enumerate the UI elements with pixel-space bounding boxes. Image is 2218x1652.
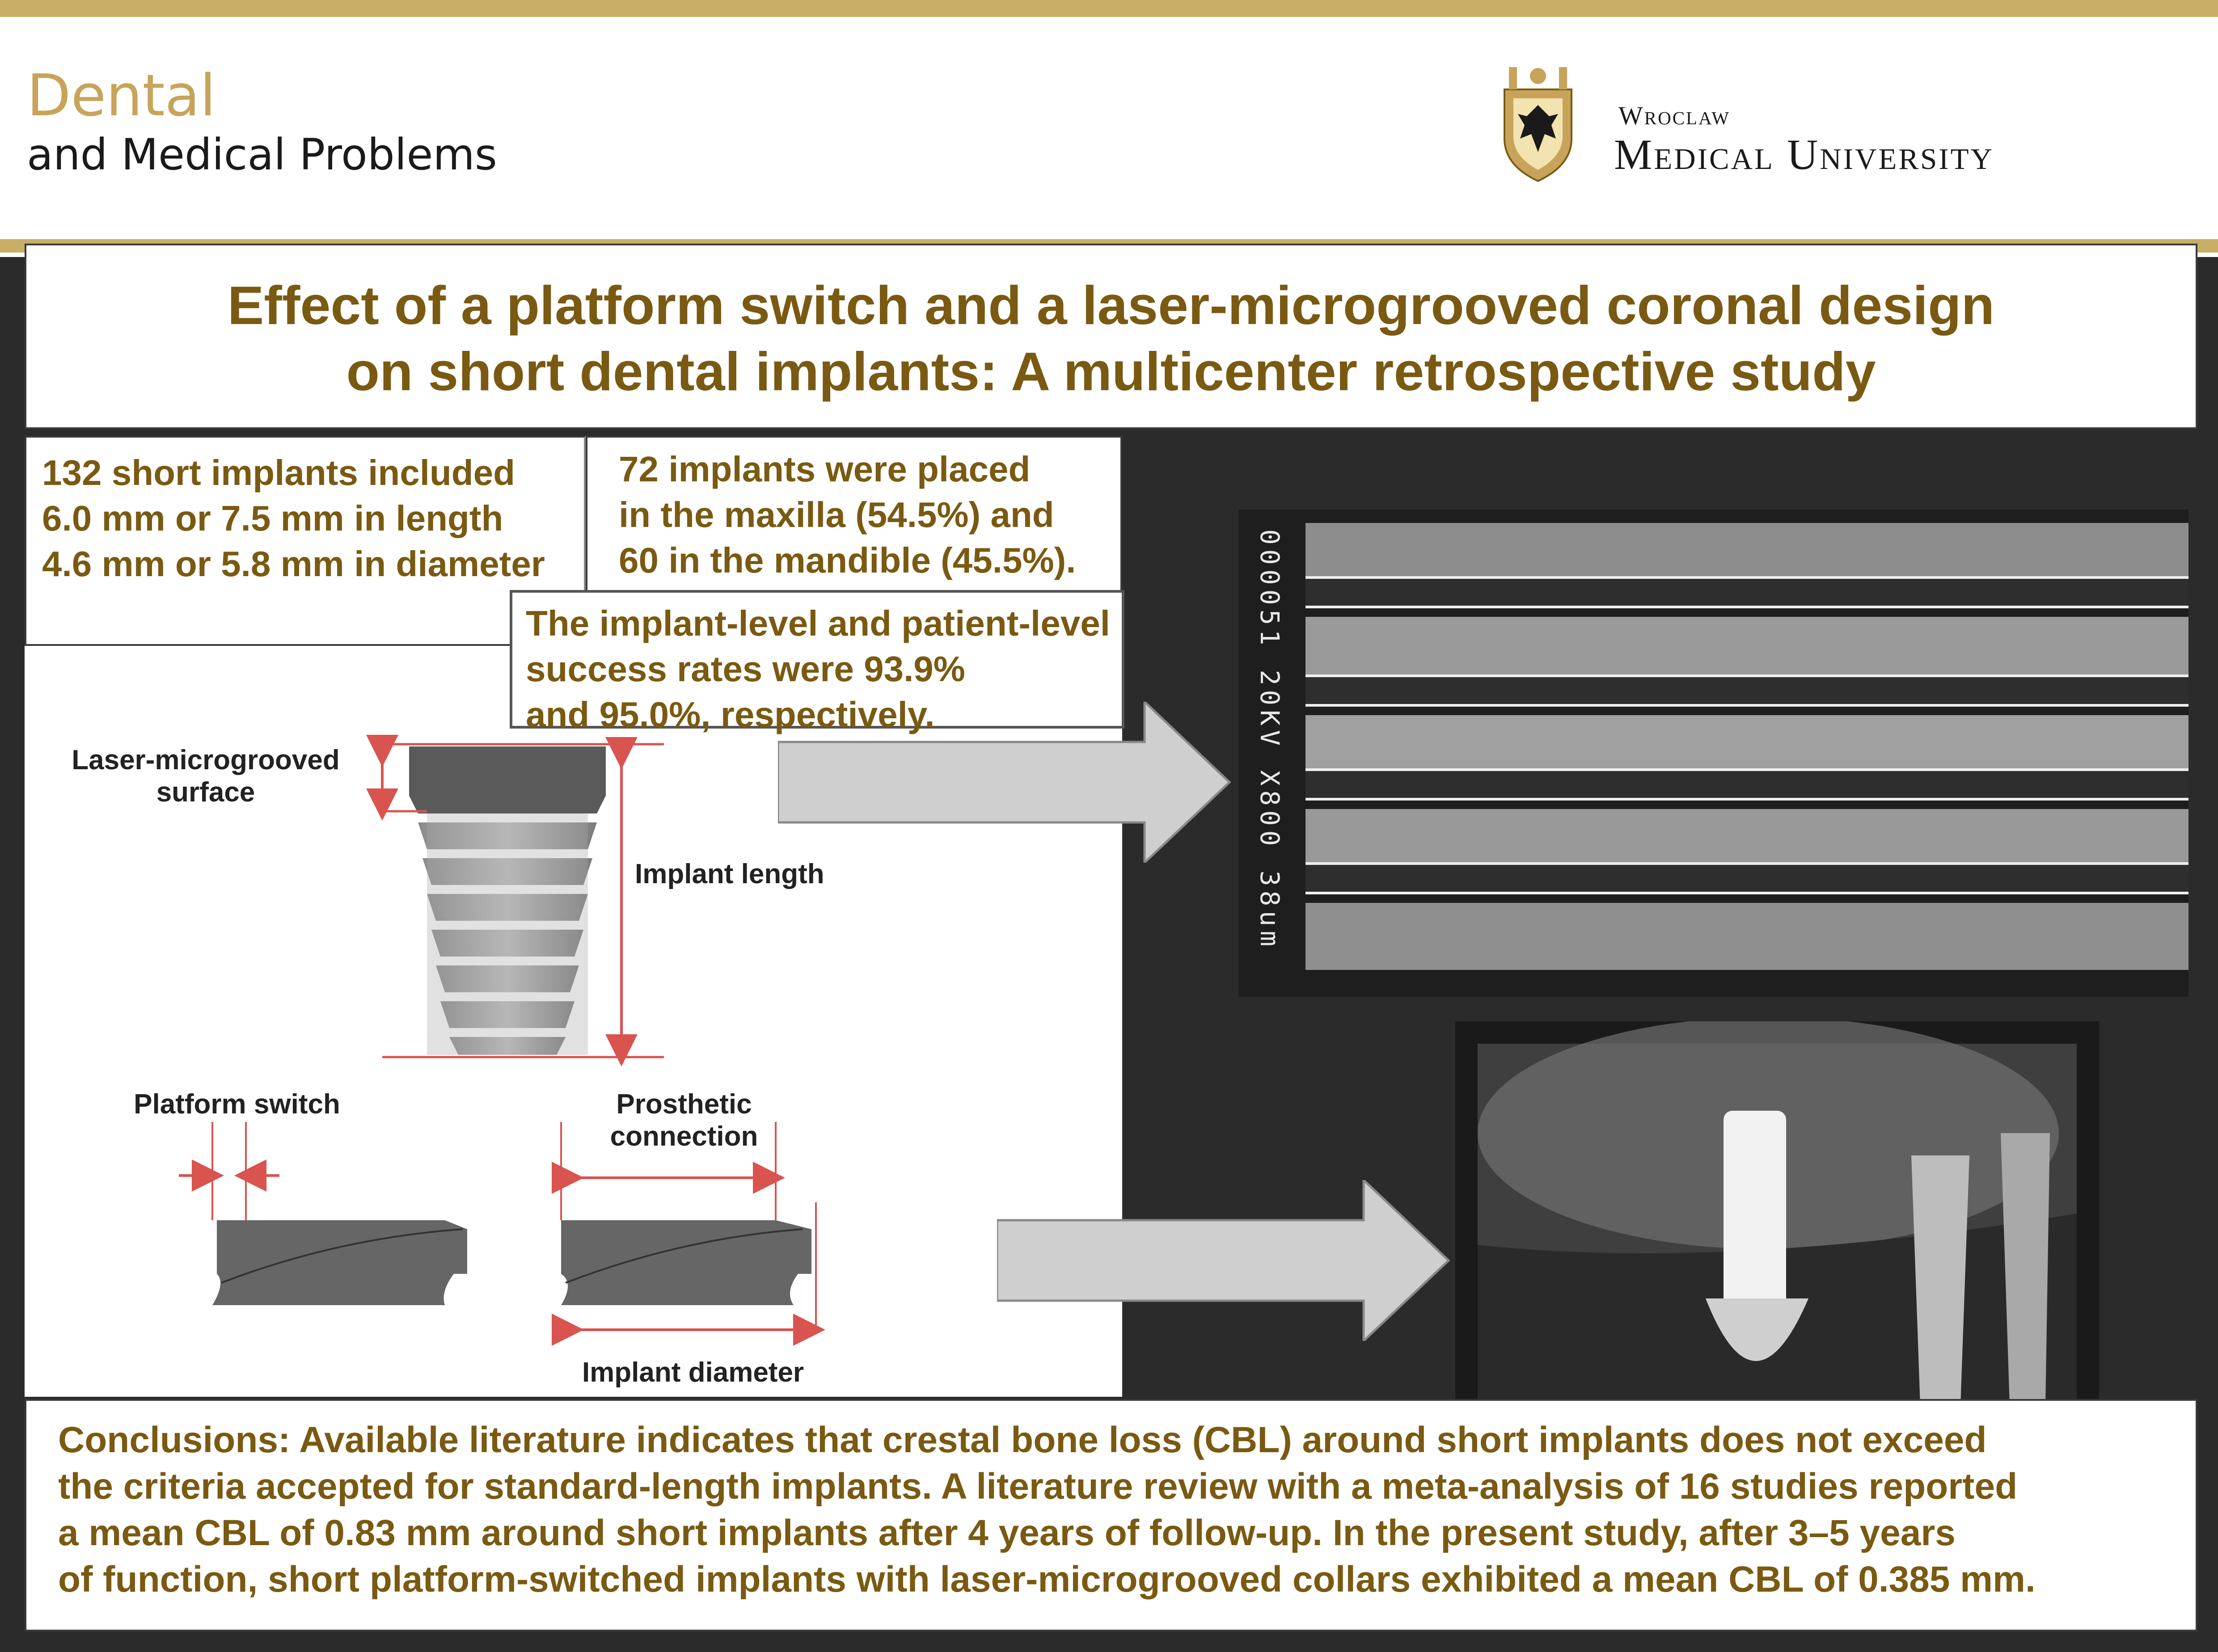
fact-box3-line3: and 95.0%, respectively. [526,695,935,734]
implant-length-label: Implant length [635,859,824,889]
prosthetic-connection-label-line2: connection [610,1121,758,1152]
conclusions-line1: Conclusions: Available literature indica… [58,1420,1987,1460]
sem-scale-label: 000051 20KV X800 38um [1255,529,1285,951]
conclusions-line2: the criteria accepted for standard-lengt… [58,1466,2018,1507]
radiograph-image [1455,1021,2099,1406]
fact-box1-line1: 132 short implants included [42,453,515,493]
conclusions-box [25,1399,2197,1631]
prosthetic-connection-label: Prosthetic connection [559,1088,809,1153]
fact-box2-line1: 72 implants were placed [619,449,1031,489]
fact-box1-line3: 4.6 mm or 5.8 mm in diameter [42,544,545,584]
top-gold-bar [0,0,2218,17]
prosthetic-connection-illustration [561,1220,811,1305]
implant-diameter-label: Implant diameter [582,1357,804,1388]
microgroove-bands [1305,523,2188,970]
fact-box3-line1: The implant-level and patient-level [526,603,1110,643]
platform-switch-label: Platform switch [134,1089,340,1120]
journal-title-line2: and Medical Problems [27,130,497,180]
fact-box2-line2: in the maxilla (54.5%) and [619,495,1054,535]
implant-location-box: 72 implants were placed in the maxilla (… [586,436,1122,601]
study-title-line1: Effect of a platform switch and a laser-… [227,275,1995,336]
platform-switch-illustration [212,1220,467,1305]
title-box: Effect of a platform switch and a laser-… [25,244,2197,429]
sem-micrograph-image: 000051 20KV X800 38um [1238,510,2188,997]
implant-illustration [409,746,606,1055]
prosthetic-connection-label-line1: Prosthetic [616,1089,752,1120]
conclusions-text: Conclusions: Available literature indica… [58,1417,2177,1603]
fact-box3-line2: success rates were 93.9% [526,649,965,689]
fact-box1-line2: 6.0 mm or 7.5 mm in length [42,498,503,538]
conclusions-line4: of function, short platform-switched imp… [58,1559,2036,1600]
implant-count-box: 132 short implants included 6.0 mm or 7.… [25,436,586,646]
journal-title-line1: Dental [27,63,216,129]
university-name-line2: Medical University [1614,131,1994,178]
laser-surface-label-line2: surface [156,777,255,808]
university-name-line1: Wroclaw [1618,101,1731,130]
laser-surface-label: Laser-microgrooved surface [63,744,349,809]
fact-box2-line3: 60 in the mandible (45.5%). [619,540,1076,580]
arrow-to-sem-icon [778,702,1231,863]
implant-diagram [179,735,825,1346]
success-rate-box: The implant-level and patient-level succ… [510,590,1124,734]
university-crest-logo [1500,63,1576,183]
study-title-line2: on short dental implants: A multicenter … [346,341,1876,402]
arrow-to-xray-icon [997,1180,1450,1341]
laser-surface-label-line1: Laser-microgrooved [72,745,340,775]
conclusions-line3: a mean CBL of 0.83 mm around short impla… [58,1513,1956,1553]
